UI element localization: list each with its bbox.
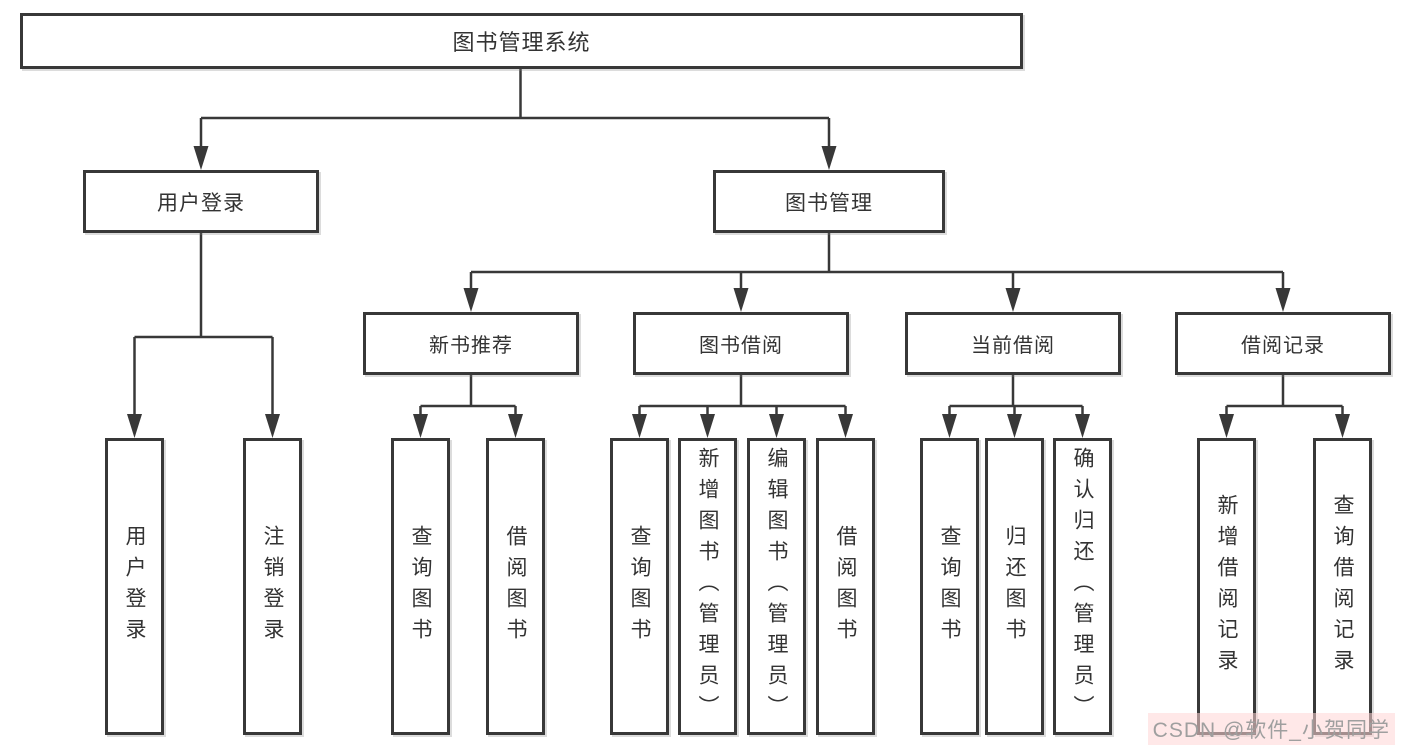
node-user-login: 用户登录 [83, 170, 319, 233]
leaf-records-add-record: 新增借阅记录 [1197, 438, 1256, 735]
connector-paths [133, 69, 1344, 416]
node-new-book-recommend: 新书推荐 [363, 312, 579, 375]
leaf-records-query-record: 查询借阅记录 [1313, 438, 1372, 735]
leaf-logout: 注销登录 [243, 438, 302, 735]
csdn-watermark: CSDN @软件_小贺同学 [1147, 713, 1395, 745]
leaf-borrow-borrow-book: 借阅图书 [816, 438, 875, 735]
leaf-current-query-book: 查询图书 [920, 438, 979, 735]
node-borrow-records: 借阅记录 [1175, 312, 1391, 375]
leaf-borrow-edit-book-admin: 编辑图书（管理员） [747, 438, 806, 735]
leaf-current-confirm-return-admin: 确认归还（管理员） [1053, 438, 1112, 735]
leaf-user-login: 用户登录 [105, 438, 164, 735]
leaf-borrow-query-book: 查询图书 [610, 438, 669, 735]
node-book-management: 图书管理 [713, 170, 945, 233]
arrowheads [127, 146, 1350, 438]
leaf-newbook-query-book: 查询图书 [391, 438, 450, 735]
node-current-borrow: 当前借阅 [905, 312, 1121, 375]
leaf-current-return-book: 归还图书 [985, 438, 1044, 735]
node-library-management-system: 图书管理系统 [20, 13, 1023, 69]
leaf-borrow-add-book-admin: 新增图书（管理员） [678, 438, 737, 735]
node-book-borrow: 图书借阅 [633, 312, 849, 375]
leaf-newbook-borrow-book: 借阅图书 [486, 438, 545, 735]
